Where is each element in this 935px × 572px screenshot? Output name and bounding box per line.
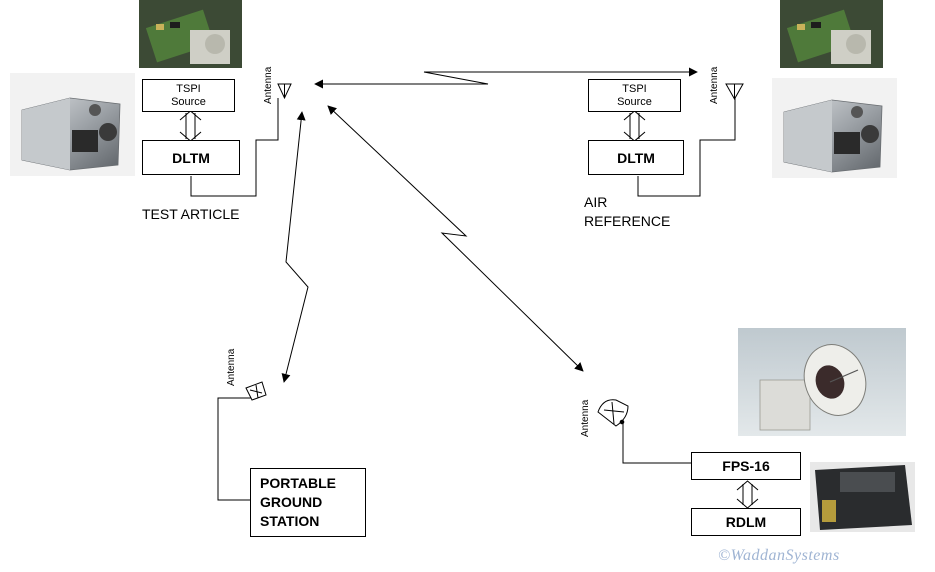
circuit-board-photo-left [139, 0, 242, 68]
test-article-label: TEST ARTICLE [142, 206, 240, 222]
test-article-bidirectional-arrow [179, 110, 202, 142]
fps16-feed-line [622, 423, 692, 464]
dish-antenna-fps16 [597, 399, 629, 427]
antenna-label-test-article: Antenna [263, 66, 274, 104]
antenna-symbol-test-article [277, 83, 292, 100]
circuit-board-photo-right [780, 0, 883, 68]
air-reference-dltm-box: DLTM [588, 140, 684, 175]
air-reference-label: AIR REFERENCE [584, 194, 671, 229]
connectors [179, 98, 759, 509]
antenna-label-ground-station: Antenna [226, 348, 237, 386]
test-article-tspi-source-box: TSPI Source [142, 79, 235, 112]
air-reference-tspi-source-box: TSPI Source [588, 79, 681, 112]
watermark: ©WaddanSystems [718, 547, 840, 564]
test-article-fps16-link [327, 105, 584, 372]
rdlm-box: RDLM [691, 508, 801, 536]
portable-ground-station-box: PORTABLE GROUND STATION [250, 468, 366, 537]
fps16-box: FPS-16 [691, 452, 801, 480]
air-reference-feed-line [637, 98, 736, 197]
test-article-ground-link [281, 111, 309, 383]
dltm-unit-photo-left [10, 73, 135, 176]
fps-rdlm-bidirectional-arrow [736, 480, 759, 509]
dltm-unit-photo-right [772, 78, 897, 178]
test-article-feed-line [190, 98, 279, 197]
ground-station-feed-line [217, 397, 252, 501]
air-reference-bidirectional-arrow [623, 110, 646, 142]
antenna-label-air-reference: Antenna [709, 66, 720, 104]
antenna-label-fps16: Antenna [580, 399, 591, 437]
rdlm-rack-photo [810, 462, 915, 532]
air-to-air-link [314, 67, 698, 89]
antenna-symbol-air-reference [725, 83, 744, 101]
test-article-dltm-box: DLTM [142, 140, 240, 175]
dish-antenna-ground-station [245, 381, 267, 401]
radio-links [281, 67, 698, 383]
radar-dish-photo [738, 328, 906, 436]
